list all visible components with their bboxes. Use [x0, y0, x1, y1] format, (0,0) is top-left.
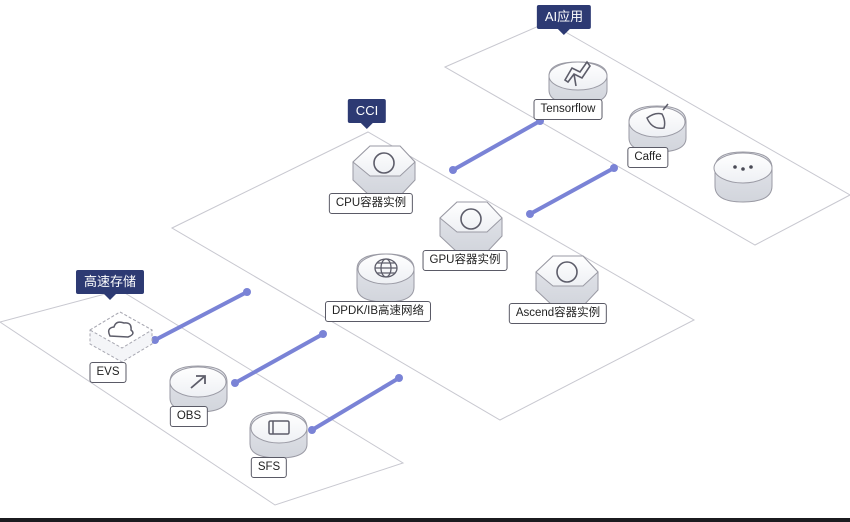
ascend-label: Ascend容器实例	[508, 303, 608, 324]
cci-group-tag: CCI	[347, 99, 387, 129]
folder-icon	[268, 420, 290, 435]
connector-sfs-cci	[310, 376, 401, 432]
evs-label: EVS	[89, 362, 127, 383]
dpdk-node[interactable]	[356, 253, 415, 303]
cpu-label: CPU容器实例	[328, 193, 414, 214]
caffe-label: Caffe	[627, 147, 669, 168]
gpu-node[interactable]	[439, 201, 503, 253]
dpdk-label: DPDK/IB高速网络	[324, 301, 432, 322]
obs-label: OBS	[169, 406, 209, 427]
connector-caffe-gpu	[528, 166, 616, 216]
tensorflow-icon	[563, 60, 591, 87]
caffe-node[interactable]	[628, 103, 687, 153]
sfs-node[interactable]	[249, 411, 308, 459]
ai-group-tag: AI应用	[536, 5, 592, 35]
tensorflow-node[interactable]	[548, 60, 608, 105]
sfs-label: SFS	[250, 457, 288, 478]
caffe-icon	[646, 103, 669, 130]
evs-node[interactable]	[89, 311, 153, 363]
ring-icon	[460, 208, 482, 230]
arrow-icon	[190, 375, 206, 389]
ring-icon	[556, 261, 578, 283]
generic-ai-node[interactable]	[713, 151, 773, 203]
connectors	[153, 119, 616, 432]
globe-icon	[374, 258, 398, 278]
connector-evs-dpdk	[153, 290, 249, 342]
cloud-icon	[107, 321, 134, 338]
ascend-node[interactable]	[535, 255, 599, 307]
ring-icon	[373, 152, 395, 174]
ai-plane	[443, 21, 850, 246]
connector-tensorflow-cpu	[451, 119, 542, 172]
connector-obs-cci	[233, 332, 325, 385]
cci-plane	[170, 131, 696, 421]
tensorflow-label: Tensorflow	[533, 99, 603, 120]
cpu-node[interactable]	[352, 145, 416, 197]
obs-node[interactable]	[169, 365, 228, 413]
dots-icon	[733, 165, 753, 171]
storage-plane	[0, 289, 405, 506]
bottom-bar	[0, 518, 850, 522]
gpu-label: GPU容器实例	[422, 250, 508, 271]
storage-group-tag: 高速存储	[75, 270, 145, 300]
